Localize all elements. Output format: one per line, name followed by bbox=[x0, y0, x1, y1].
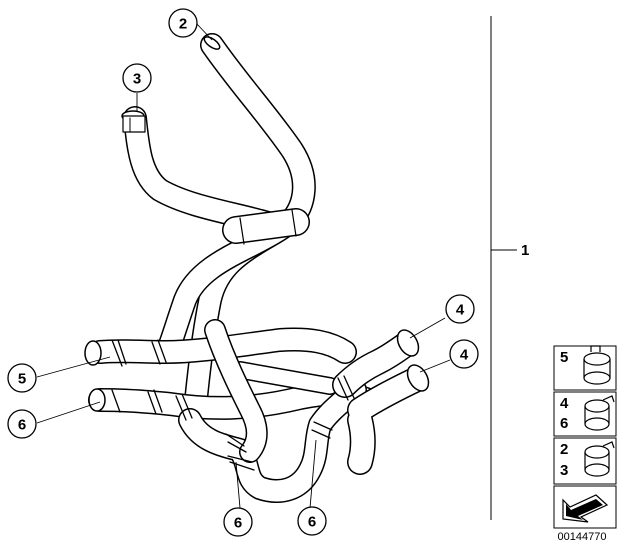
callout-6c: 6 bbox=[297, 506, 327, 536]
callout-5: 5 bbox=[7, 363, 37, 393]
callout-2: 2 bbox=[168, 8, 198, 38]
callout-6b: 6 bbox=[223, 507, 253, 537]
assembly-bracket bbox=[490, 16, 517, 520]
legend: 5 4 6 2 3 bbox=[553, 345, 617, 529]
callout-3: 3 bbox=[122, 63, 152, 93]
legend-label-6: 6 bbox=[560, 415, 568, 432]
hose-assembly bbox=[84, 33, 430, 503]
callout-6a: 6 bbox=[7, 409, 37, 439]
arrow-icon bbox=[562, 494, 609, 523]
callout-5-label: 5 bbox=[18, 371, 26, 388]
callout-4a: 4 bbox=[445, 294, 475, 324]
document-number: 00144770 bbox=[558, 531, 607, 543]
callout-6b-label: 6 bbox=[234, 515, 242, 532]
callout-4a-label: 4 bbox=[456, 302, 465, 319]
callout-2-label: 2 bbox=[179, 16, 187, 33]
legend-box-2-3 bbox=[553, 437, 617, 485]
leader-lines bbox=[36, 23, 451, 509]
hose-clamp-icon bbox=[584, 441, 615, 477]
callout-3-label: 3 bbox=[133, 71, 141, 88]
hose-clamp-icon bbox=[583, 345, 611, 385]
callout-6a-label: 6 bbox=[18, 417, 26, 434]
legend-label-5: 5 bbox=[560, 349, 568, 366]
legend-label-2: 2 bbox=[560, 441, 568, 458]
callout-4b: 4 bbox=[449, 339, 479, 369]
hose-clamp-icon bbox=[584, 395, 615, 431]
legend-label-3: 3 bbox=[560, 462, 568, 479]
callout-6c-label: 6 bbox=[308, 514, 316, 531]
callout-4b-label: 4 bbox=[460, 347, 469, 364]
assembly-ref-label: 1 bbox=[521, 242, 529, 259]
legend-label-4: 4 bbox=[560, 395, 569, 412]
clamp-markers bbox=[111, 339, 355, 471]
